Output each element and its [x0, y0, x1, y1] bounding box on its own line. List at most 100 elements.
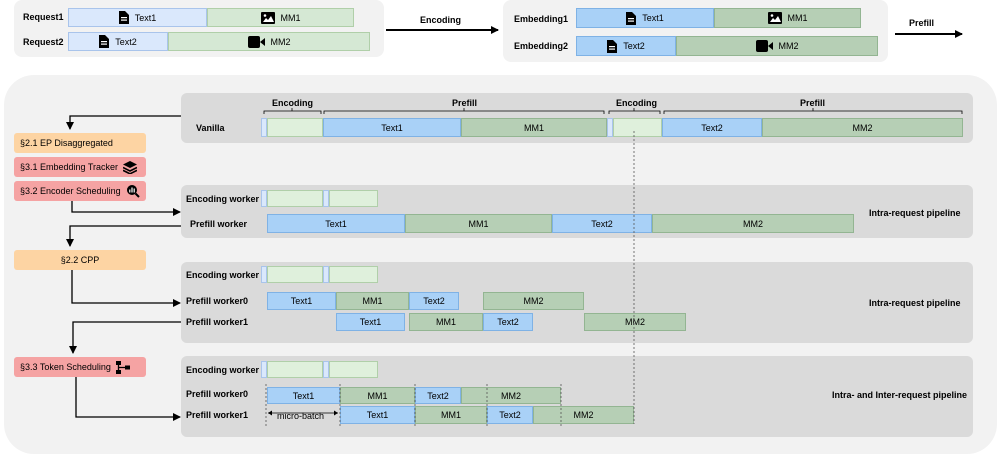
- vanilla-label: Vanilla: [196, 123, 225, 133]
- p3-w0-mm2-label: MM2: [501, 390, 521, 401]
- section-cpp: §2.2 CPP: [14, 250, 146, 270]
- section-encoder-scheduling-label: §3.2 Encoder Scheduling: [20, 186, 121, 196]
- p1-caption: Intra-request pipeline: [869, 208, 961, 218]
- p3-w1-mm1-label: MM1: [441, 410, 461, 420]
- section-token-scheduling-label: §3.3 Token Scheduling: [20, 362, 111, 372]
- p3-w1-text2-label: Text2: [499, 410, 521, 420]
- p2-enc-sliver-2: [323, 266, 329, 283]
- vanilla-enc-sliver-2: [607, 118, 613, 137]
- p2-encoding-worker-label: Encoding worker: [186, 270, 260, 280]
- vanilla-text2-block: Text2: [662, 118, 762, 137]
- p2-w1-text1-label: Text1: [359, 317, 382, 327]
- p1-encoding-worker-label: Encoding worker: [186, 194, 260, 204]
- document-icon: [118, 11, 129, 24]
- image-icon: [767, 12, 782, 24]
- section-cpp-label: §2.2 CPP: [60, 255, 100, 265]
- embedding2-mm-block: MM2: [676, 36, 878, 56]
- p2-enc-sliver-1: [261, 266, 267, 283]
- p3-w1-text1-label: Text1: [366, 410, 389, 420]
- request2-mm-label: MM2: [270, 36, 291, 47]
- chart-search-icon: [126, 184, 140, 198]
- document-icon: [607, 39, 618, 53]
- p1-text1-label: Text1: [325, 218, 347, 229]
- embedding2-label: Embedding2: [514, 41, 569, 51]
- embedding1-label: Embedding1: [514, 14, 569, 24]
- vanilla-text1-block: Text1: [323, 118, 461, 137]
- p3-encoding-block-1: [267, 361, 323, 378]
- p3-w1-mm1-block: MM1: [415, 406, 487, 424]
- p2-w0-text2-label: Text2: [423, 296, 445, 306]
- p2-w1-text2-block: Text2: [483, 313, 533, 331]
- p3-prefill-worker0-label: Prefill worker0: [186, 389, 249, 399]
- p3-caption: Intra- and Inter-request pipeline: [832, 390, 968, 400]
- document-icon: [99, 35, 110, 48]
- vanilla-mm2-label: MM2: [852, 122, 873, 133]
- p2-w0-mm2-block: MM2: [483, 292, 584, 310]
- p1-mm1-block: MM1: [405, 214, 552, 233]
- vanilla-text2-label: Text2: [701, 122, 723, 133]
- p1-enc-sliver-1: [261, 190, 267, 207]
- embedding1-text-block: Text1: [576, 8, 714, 28]
- p2-encoding-block-2: [329, 266, 378, 283]
- vanilla-mm1-block: MM1: [461, 118, 607, 137]
- image-icon: [260, 11, 275, 24]
- document-icon: [626, 11, 637, 25]
- p2-w0-mm2-label: MM2: [523, 296, 544, 306]
- p3-w0-text2-label: Text2: [427, 390, 449, 401]
- request2-mm-block: MM2: [168, 32, 370, 51]
- p2-w0-mm1-label: MM1: [362, 296, 383, 306]
- p2-w0-text1-block: Text1: [267, 292, 336, 310]
- p3-w0-text1-label: Text1: [292, 390, 315, 401]
- video-camera-icon: [247, 35, 265, 48]
- layers-icon: [123, 160, 138, 174]
- section-token-scheduling: §3.3 Token Scheduling: [14, 357, 146, 377]
- embedding1-mm-block: MM1: [714, 8, 861, 28]
- embedding1-text-label: Text1: [642, 13, 664, 23]
- embedding2-text-block: Text2: [576, 36, 676, 56]
- section-ep-disaggregated: §2.1 EP Disaggregated: [14, 133, 146, 153]
- p2-prefill-worker0-label: Prefill worker0: [186, 296, 249, 306]
- p1-text2-label: Text2: [591, 218, 613, 229]
- request1-mm-label: MM1: [280, 12, 301, 23]
- section-encoder-scheduling: §3.2 Encoder Scheduling: [14, 181, 146, 201]
- p3-w0-mm1-label: MM1: [367, 390, 388, 401]
- p3-w0-mm1-block: MM1: [340, 387, 415, 404]
- request2-label: Request2: [23, 37, 64, 47]
- p2-w1-text1-block: Text1: [336, 313, 405, 331]
- p1-text2-block: Text2: [552, 214, 652, 233]
- p3-w1-text2-block: Text2: [487, 406, 533, 424]
- section-embedding-tracker-label: §3.1 Embedding Tracker: [20, 162, 119, 172]
- p2-w0-text2-block: Text2: [409, 292, 459, 310]
- vanilla-text1-label: Text1: [381, 122, 403, 133]
- network-icon: [115, 360, 130, 374]
- p2-prefill-worker1-label: Prefill worker1: [186, 317, 249, 327]
- p2-w1-text2-label: Text2: [497, 317, 519, 327]
- request1-text-block: Text1: [68, 8, 207, 27]
- p2-w1-mm1-label: MM1: [436, 317, 456, 327]
- p3-w0-text2-block: Text2: [415, 387, 461, 404]
- section-embedding-tracker: §3.1 Embedding Tracker: [14, 157, 146, 177]
- vanilla-phase-encoding-2: Encoding: [616, 98, 657, 108]
- video-camera-icon: [755, 40, 773, 52]
- p1-prefill-worker-label: Prefill worker: [190, 219, 248, 229]
- vanilla-enc-sliver-1: [261, 118, 267, 137]
- p2-caption: Intra-request pipeline: [869, 298, 961, 308]
- p2-w0-text1-label: Text1: [290, 296, 313, 306]
- p2-encoding-block-1: [267, 266, 323, 283]
- request2-text-block: Text2: [68, 32, 168, 51]
- request1-text-label: Text1: [134, 12, 157, 23]
- p1-mm1-label: MM1: [468, 218, 489, 229]
- encoding-arrow-label: Encoding: [420, 15, 461, 25]
- vanilla-mm2-block: MM2: [762, 118, 963, 137]
- prefill-arrow-label: Prefill: [909, 18, 935, 28]
- p2-w1-mm2-block: MM2: [584, 313, 686, 331]
- p1-encoding-block-1: [267, 190, 323, 207]
- p3-encoding-block-2: [329, 361, 378, 378]
- embedding1-mm-label: MM1: [787, 13, 808, 23]
- vanilla-phase-prefill-2: Prefill: [800, 98, 826, 108]
- p3-encoding-worker-label: Encoding worker: [186, 365, 260, 375]
- request1-label: Request1: [23, 12, 64, 22]
- request2-text-label: Text2: [115, 36, 137, 47]
- vanilla-encoding-block-2: [613, 118, 662, 137]
- vanilla-phase-prefill-1: Prefill: [452, 98, 478, 108]
